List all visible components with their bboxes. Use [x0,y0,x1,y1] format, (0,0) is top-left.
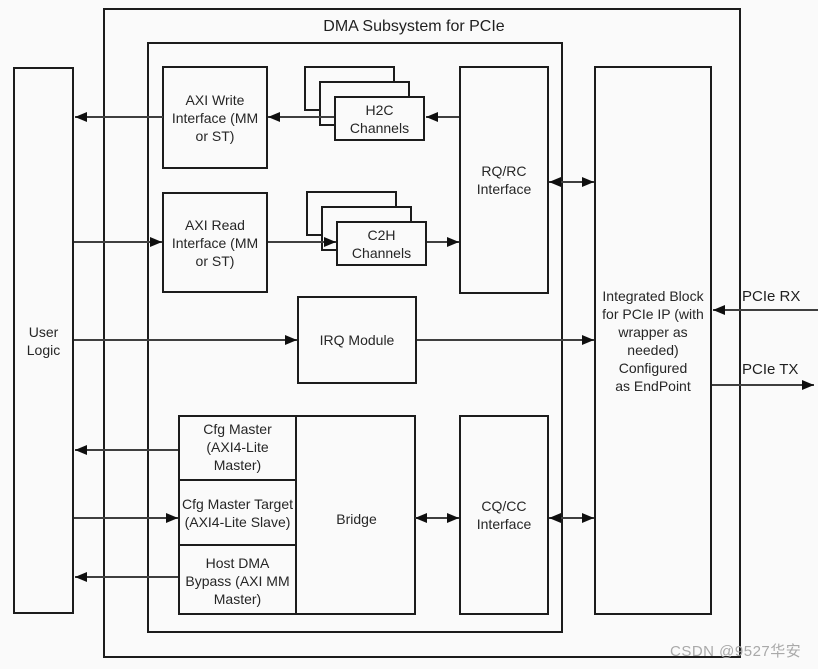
arrow-axi-write-to-user-logic-head [75,112,87,122]
arrow-user-logic-to-irq [74,339,297,341]
arrow-rqrc-integrated-bidir-head-left [549,177,561,187]
block-integrated-pcie: Integrated Block for PCIe IP (with wrapp… [594,66,712,615]
block-c2h-channels: C2H Channels [336,221,427,266]
arrow-cqcc-integrated-bidir-head-right [582,513,594,523]
diagram-title: DMA Subsystem for PCIe [323,18,505,35]
cfg-divider-2 [178,544,297,546]
arrow-irq-to-integrated-head [582,335,594,345]
arrow-pcie-rx [713,309,818,311]
pcie-rx-label: PCIe RX [742,288,801,305]
arrow-h2c-to-axi-write [268,116,334,118]
arrow-user-logic-to-cfg-master-target [74,517,178,519]
bridge-cfg-divider-vertical [295,415,297,615]
arrow-user-logic-to-irq-head [285,335,297,345]
block-host-dma-bypass: Host DMA Bypass (AXI MM Master) [185,554,290,607]
arrow-cqcc-integrated-bidir-head-left [549,513,561,523]
arrow-cfg-master-to-user-logic [75,449,178,451]
block-bridge: Bridge [336,511,377,527]
arrow-user-logic-to-axi-read [74,241,162,243]
arrow-rqrc-integrated-bidir-head-right [582,177,594,187]
block-axi-write-interface: AXI Write Interface (MM or ST) [162,66,268,169]
arrow-c2h-to-rqrc-head [447,237,459,247]
arrow-c2h-to-rqrc [427,241,459,243]
arrow-bridge-cqcc-bidir-head-left [415,513,427,523]
block-cfg-master: Cfg Master (AXI4-Lite Master) [203,421,272,473]
arrow-bridge-cqcc-bidir-head-right [447,513,459,523]
block-user-logic: User Logic [13,67,74,614]
arrow-rqrc-to-h2c-head [426,112,438,122]
arrow-user-logic-to-axi-read-head [150,237,162,247]
arrow-pcie-tx-head [802,380,814,390]
block-irq-module: IRQ Module [297,296,417,384]
arrow-cqcc-integrated-bidir [549,517,594,519]
arrow-rqrc-to-h2c [426,116,459,118]
arrow-user-logic-to-cfg-master-target-head [166,513,178,523]
arrow-axi-write-to-user-logic [75,116,163,118]
dma-subsystem-outer-box [103,8,741,658]
block-axi-read-interface: AXI Read Interface (MM or ST) [162,192,268,293]
arrow-axi-read-to-c2h-head [324,237,336,247]
dma-core-inner-box [147,42,563,633]
block-rq-rc-interface: RQ/RC Interface [459,66,549,294]
arrow-pcie-rx-head [713,305,725,315]
block-h2c-channels: H2C Channels [334,96,425,141]
arrow-bridge-cqcc-bidir [415,517,459,519]
block-cfg-master-target: Cfg Master Target (AXI4-Lite Slave) [181,495,293,530]
arrow-irq-to-integrated [417,339,594,341]
arrow-axi-read-to-c2h [268,241,336,243]
arrow-pcie-tx [712,384,814,386]
watermark: CSDN @9527华安 [670,643,802,660]
block-cq-cc-interface: CQ/CC Interface [459,415,549,615]
cfg-divider-1 [178,479,297,481]
arrow-host-dma-bypass-to-user-logic [75,576,178,578]
arrow-rqrc-integrated-bidir [549,181,594,183]
arrow-cfg-master-to-user-logic-head [75,445,87,455]
arrow-host-dma-bypass-to-user-logic-head [75,572,87,582]
arrow-h2c-to-axi-write-head [268,112,280,122]
pcie-tx-label: PCIe TX [742,361,799,378]
